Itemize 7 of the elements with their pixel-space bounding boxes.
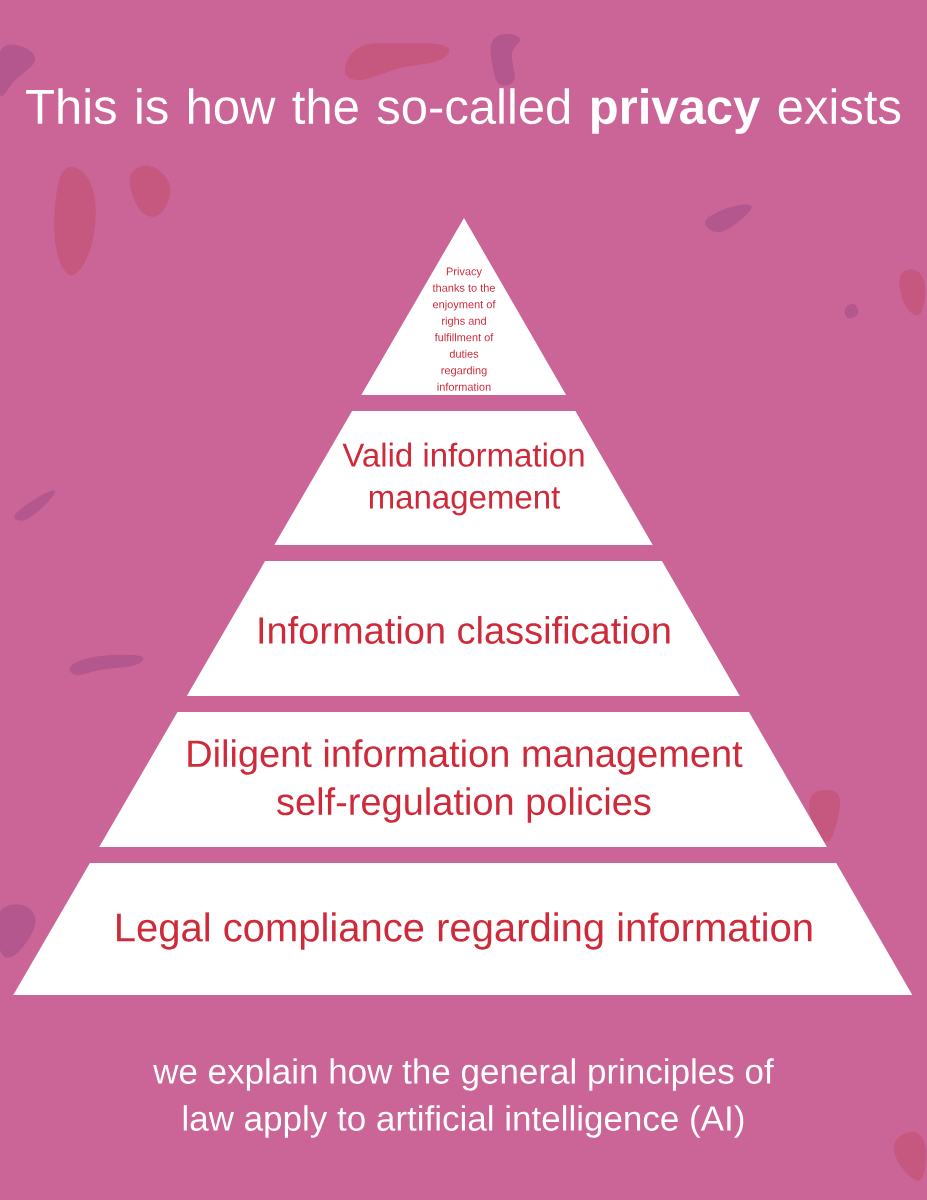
- pyramid-tier: Diligent information management self-regulation policies: [99, 712, 827, 847]
- pyramid-tier: Valid information management: [274, 411, 653, 545]
- pyramid-top: Privacy thanks to the enjoyment of righs and fulfillment of duties regarding information: [361, 218, 567, 395]
- pyramid-tier: Information classification: [186, 561, 740, 696]
- pyramid-tier: Legal compliance regarding information: [13, 863, 913, 995]
- caption: we explain how the general principles of law apply to artificial intelligence (AI): [153, 1058, 774, 1138]
- title: This is how the so-called privacy exists: [26, 88, 901, 134]
